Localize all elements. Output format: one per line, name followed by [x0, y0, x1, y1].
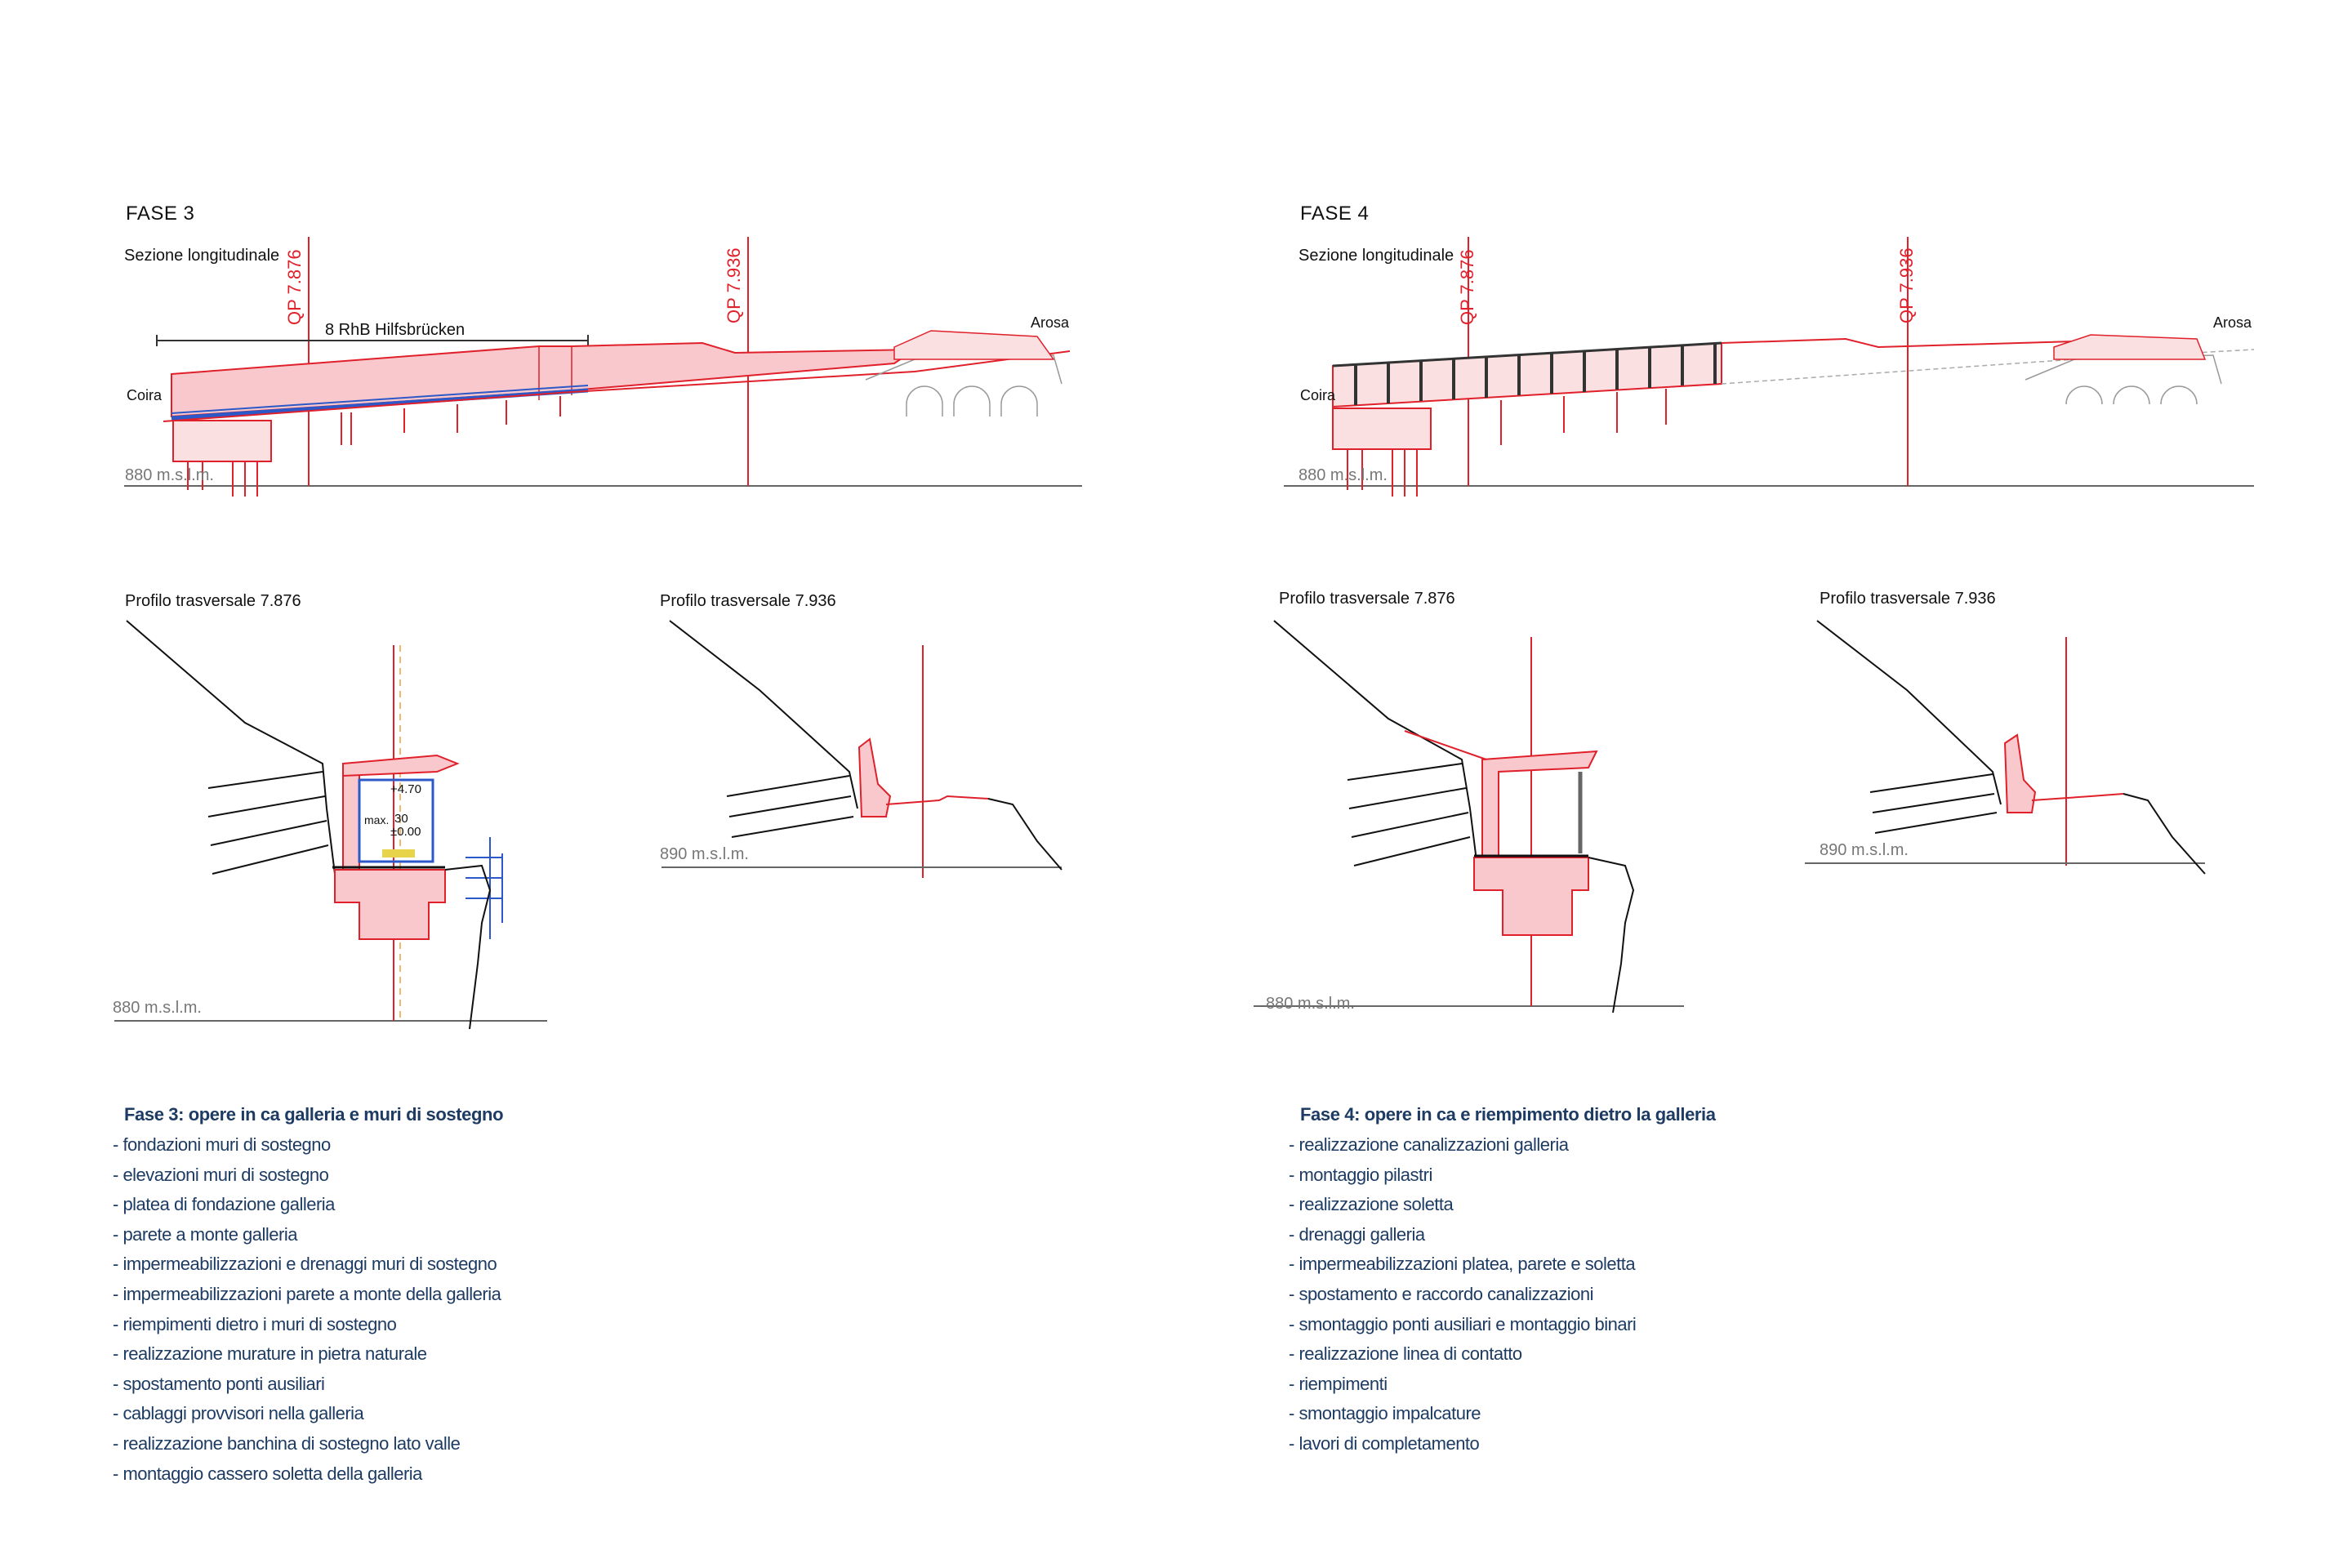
retaining-wall — [2003, 733, 2037, 813]
fase4-left-place: Coira — [1300, 387, 1336, 403]
fase3-qp-right: QP 7.936 — [724, 247, 744, 323]
portal-arosa — [2053, 334, 2207, 360]
list-item: - cablaggi provvisori nella galleria — [113, 1403, 364, 1424]
list-item: - elevazioni muri di sostegno — [113, 1164, 329, 1185]
list-item: - smontaggio ponti ausiliari e montaggio… — [1289, 1313, 1637, 1334]
list-item: - montaggio cassero soletta della galler… — [113, 1463, 422, 1484]
fase4-profile-7936 — [1805, 620, 2206, 875]
fase4-qp-left: QP 7.876 — [1457, 249, 1477, 325]
fase4-profile-7876 — [1254, 620, 1684, 1013]
rail-line — [163, 350, 1071, 422]
fase3-longitudinal-section — [124, 237, 1082, 497]
uphill-wall — [342, 771, 360, 871]
fase3-caption-list: - fondazioni muri di sostegno - elevazio… — [113, 1130, 501, 1489]
list-item: - spostamento e raccordo canalizzazioni — [1289, 1283, 1594, 1304]
terrain-line — [126, 620, 336, 875]
dim-30: 30 — [394, 812, 408, 826]
fase4-section-label: Sezione longitudinale — [1298, 247, 1454, 265]
fase3-alt-long: 880 m.s.l.m. — [125, 466, 214, 484]
fase3-right-place: Arosa — [1031, 314, 1070, 331]
fase4-alt-profile2: 890 m.s.l.m. — [1820, 841, 1909, 859]
fase4-caption-list: - realizzazione canalizzazioni galleria … — [1289, 1130, 1637, 1459]
rail-line — [1721, 337, 2075, 349]
list-item: - realizzazione murature in pietra natur… — [113, 1343, 427, 1365]
list-item: - realizzazione soletta — [1289, 1194, 1454, 1215]
gallery-slab — [1481, 750, 1598, 858]
list-item: - drenaggi galleria — [1289, 1223, 1425, 1245]
fase3-profile1-label: Profilo trasversale 7.876 — [125, 592, 301, 610]
gallery-pillars — [1354, 343, 1717, 405]
fase3-profile-7936 — [662, 620, 1062, 878]
fase3-qp-left: QP 7.876 — [284, 249, 305, 325]
fase4-caption-title: Fase 4: opere in ca e riempimento dietro… — [1300, 1104, 1716, 1125]
roof-formwork — [342, 754, 460, 777]
list-item: - parete a monte galleria — [113, 1223, 297, 1245]
fase4-qp-right: QP 7.936 — [1896, 247, 1917, 323]
foundation-block — [1473, 857, 1589, 936]
anchors — [207, 771, 329, 875]
list-item: - lavori di completamento — [1289, 1432, 1480, 1454]
retaining-wall — [858, 737, 892, 817]
list-item: - realizzazione banchina di sostegno lat… — [113, 1432, 461, 1454]
fase4-title: FASE 4 — [1300, 203, 1370, 225]
formwork-frame — [358, 778, 434, 863]
terrain-line — [1273, 620, 1479, 875]
list-item: - realizzazione linea di contatto — [1289, 1343, 1522, 1365]
list-item: - impermeabilizzazioni platea, parete e … — [1289, 1254, 1636, 1275]
viaduct-sketch — [2025, 354, 2222, 405]
foundation-block — [334, 869, 446, 940]
fase4-longitudinal-section — [1284, 237, 2255, 497]
scaffold — [466, 837, 503, 939]
fase3-caption-title: Fase 3: opere in ca galleria e muri di s… — [124, 1104, 504, 1125]
fase4-alt-profile1: 880 m.s.l.m. — [1266, 995, 1355, 1013]
list-item: - spostamento ponti ausiliari — [113, 1373, 325, 1394]
fase4-alt-long: 880 m.s.l.m. — [1298, 466, 1388, 484]
list-item: - montaggio pilastri — [1289, 1164, 1432, 1185]
fase4-right-place: Arosa — [2213, 314, 2252, 331]
list-item: - realizzazione canalizzazioni galleria — [1289, 1134, 1569, 1155]
list-item: - platea di fondazione galleria — [113, 1194, 335, 1215]
list-item: - fondazioni muri di sostegno — [113, 1134, 331, 1155]
dim-zero: ±0.00 — [390, 825, 421, 839]
fase3-title: FASE 3 — [126, 203, 195, 225]
list-item: - riempimenti dietro i muri di sostegno — [113, 1313, 397, 1334]
list-item: - riempimenti — [1289, 1373, 1388, 1394]
foundation-piles — [172, 396, 561, 497]
terrain-line — [669, 620, 858, 809]
fase3-alt-profile1: 880 m.s.l.m. — [113, 999, 202, 1017]
dim-top: +4.70 — [390, 782, 421, 796]
terrain-line — [1816, 620, 2002, 805]
fase3-span-label: 8 RhB Hilfsbrücken — [325, 321, 466, 339]
fase3-alt-profile2: 890 m.s.l.m. — [660, 845, 749, 863]
portal-arosa — [893, 330, 1055, 360]
fase4-profile1-label: Profilo trasversale 7.876 — [1279, 590, 1455, 608]
fase4-profile2-label: Profilo trasversale 7.936 — [1820, 590, 1996, 608]
fase3-profile-7876 — [114, 620, 547, 1030]
fase3-section-label: Sezione longitudinale — [124, 247, 280, 265]
track-bed — [382, 849, 415, 858]
fase3-left-place: Coira — [127, 387, 163, 403]
fase3-profile2-label: Profilo trasversale 7.936 — [660, 592, 836, 610]
list-item: - smontaggio impalcature — [1289, 1403, 1481, 1424]
auxiliary-bridges — [171, 388, 589, 421]
gallery-frame — [1332, 341, 1722, 408]
list-item: - impermeabilizzazioni parete a monte de… — [113, 1283, 501, 1304]
list-item: - impermeabilizzazioni e drenaggi muri d… — [113, 1254, 497, 1275]
dim-max: max. — [364, 813, 390, 826]
foundation-piles — [1332, 389, 1667, 497]
